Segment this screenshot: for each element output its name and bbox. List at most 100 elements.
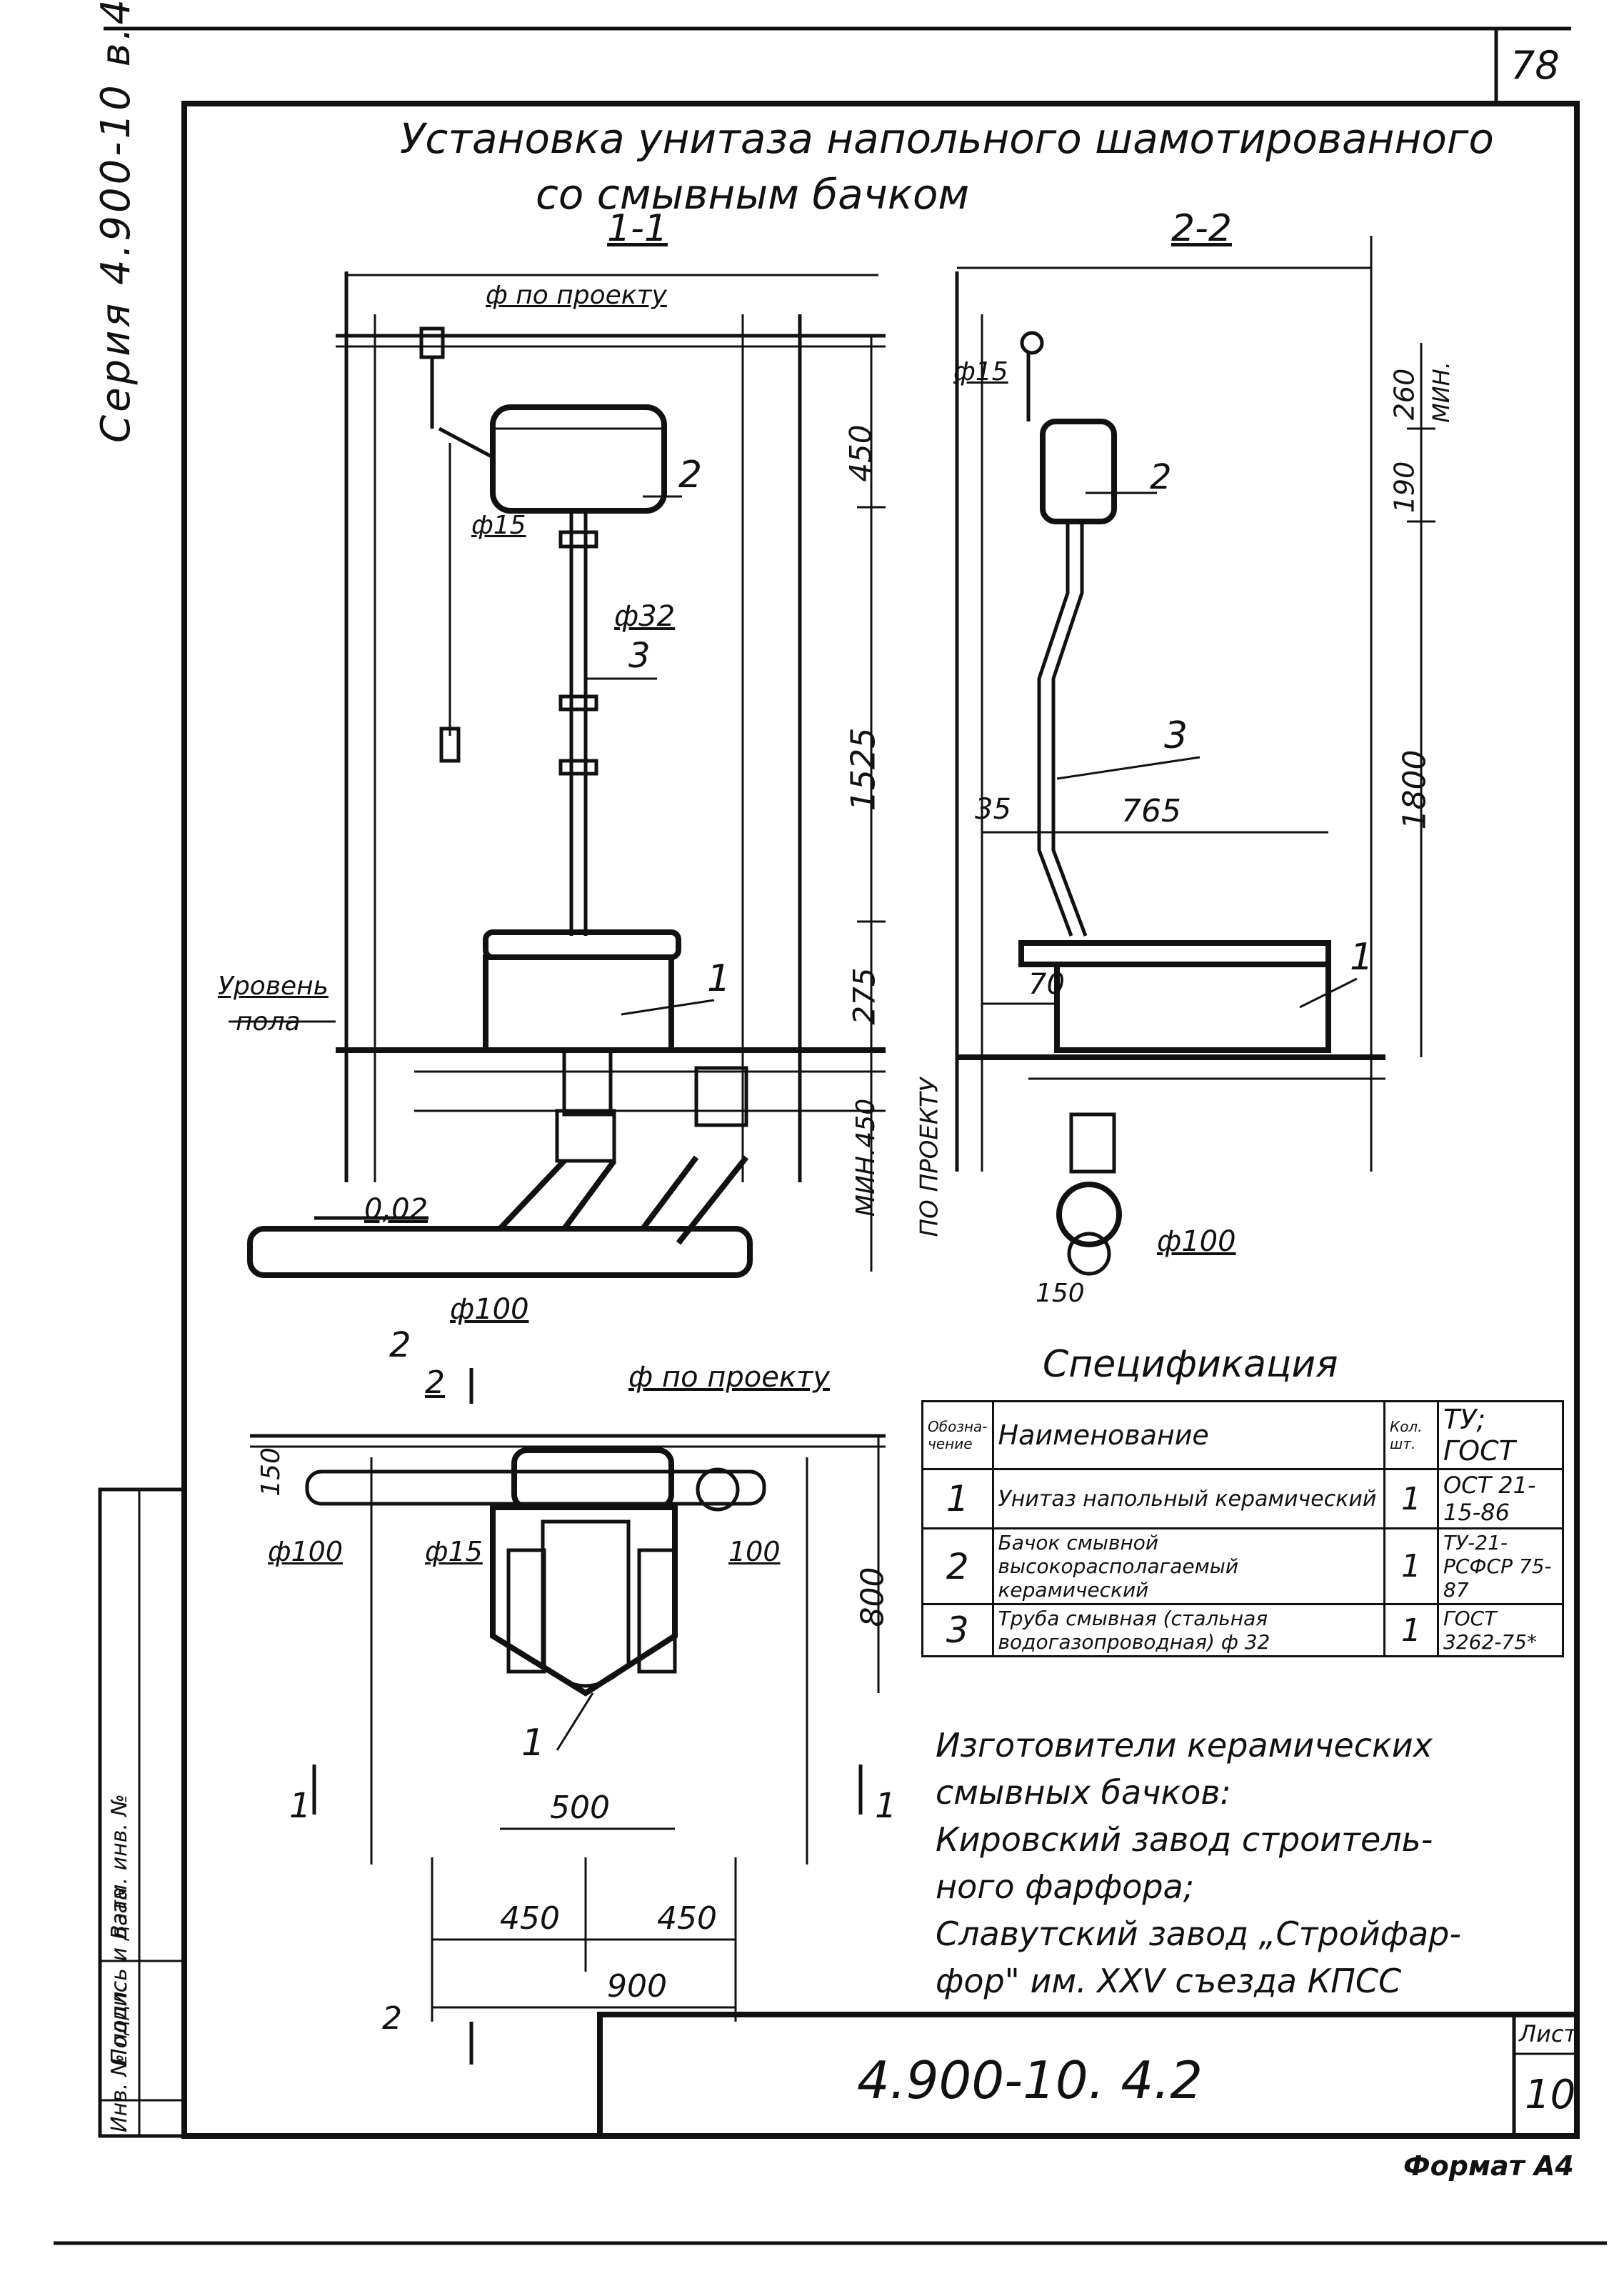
riser-plan: [696, 1467, 740, 1512]
stamp-replaces: Взам. инв. №: [107, 1794, 132, 1940]
toilet-bowl-1-1: [483, 954, 674, 1053]
dim-450: 450: [843, 424, 878, 482]
inlet-pipe: [438, 426, 494, 459]
pos-leader: [1056, 756, 1201, 780]
spec-qty: 1: [1383, 1468, 1439, 1529]
seat-pad-right: [637, 1548, 677, 1674]
spec-header-pos: Обозна-чение: [921, 1400, 994, 1470]
dim-35: 35: [975, 793, 1011, 826]
pos-leader: [1299, 977, 1358, 1009]
section-1-label: 1-1: [607, 207, 668, 250]
label-phi100-2: ф100: [1157, 1225, 1236, 1258]
seat-pad-left: [506, 1548, 546, 1674]
cistern-1-1: [490, 404, 667, 514]
pos-leader: [621, 999, 715, 1016]
sewer-pipe-2-2: [1056, 1182, 1122, 1247]
label-floor: пола: [236, 1007, 301, 1037]
drawing-title-line2: со смывным бачком: [536, 170, 970, 219]
label-pos3-1: 3: [628, 636, 651, 676]
toilet-seat-2: [1018, 940, 1331, 967]
cut-label-1a: 1: [289, 1786, 311, 1826]
spec-table: Обозна-чение Наименование Кол. шт. ТУ; Г…: [921, 1400, 1564, 1657]
drain-socket: [555, 1109, 616, 1163]
spec-qty: 1: [1383, 1527, 1439, 1605]
spec-title: Спецификация: [1043, 1343, 1338, 1386]
toilet-seat: [483, 929, 681, 960]
dim-70: 70: [1028, 968, 1065, 1001]
label-phi100-plan: ф100: [268, 1536, 344, 1567]
flush-pipe-2-2: [1037, 521, 1073, 937]
dim-100-plan: 100: [728, 1536, 781, 1567]
dim-450-right: 450: [657, 1900, 717, 1937]
label-slope: 0,02: [364, 1193, 428, 1226]
sheet-label: Лист: [1519, 2020, 1578, 2047]
toilet-bowl-plan: [490, 1504, 678, 1697]
cut-label-2c: 2: [382, 2000, 402, 2037]
spec-pos: 3: [921, 1603, 994, 1657]
dim-1800: 1800: [1396, 749, 1433, 830]
dim-1525: 1525: [843, 727, 883, 812]
drain-branch: [561, 1159, 617, 1231]
dim-450-left: 450: [500, 1900, 560, 1937]
dim-260: 260: [1388, 368, 1420, 421]
label-pos2-1: 2: [678, 454, 703, 496]
spec-std: ОСТ 21-15-86: [1437, 1468, 1564, 1529]
cut-label-2b: 2: [425, 1364, 445, 1401]
drain-trap-2-2: [1069, 1112, 1116, 1174]
spec-row: 2 Бачок смывной высокорасполагаемый кера…: [921, 1527, 1564, 1605]
spec-std: ТУ-21-РСФСР 75-87: [1437, 1527, 1564, 1605]
manufacturers-line: ного фарфора;: [936, 1867, 1195, 1906]
dim-900: 900: [607, 1968, 667, 2005]
dim-500: 500: [550, 1790, 610, 1826]
label-pos1-1: 1: [707, 957, 731, 1000]
dim-150-2: 150: [1036, 1279, 1085, 1308]
drawing-title-line1: Установка унитаза напольного шамотирован…: [400, 114, 1494, 163]
dim-275: 275: [846, 967, 882, 1025]
cistern-2-2: [1040, 419, 1117, 524]
manufacturers-note: Изготовители керамических смывных бачков…: [936, 1722, 1461, 2005]
label-floor-level: Уровень: [218, 972, 329, 1001]
label-pos3-2: 3: [1164, 714, 1188, 757]
sewer-pipe-1-1: [247, 1226, 753, 1278]
label-phi32: ф32: [614, 600, 676, 633]
dim-800: 800: [854, 1567, 891, 1627]
cut-label-1b: 1: [875, 1786, 897, 1826]
drain-branch: [498, 1159, 566, 1231]
dim-150-plan: 150: [256, 1447, 286, 1497]
toilet-bowl-inner-plan: [541, 1519, 631, 1688]
spec-row: 3 Труба смывная (стальная водогазопровод…: [921, 1603, 1564, 1657]
spec-pos: 2: [921, 1527, 994, 1605]
label-min: МИН.: [1427, 361, 1455, 423]
spec-qty: 1: [1383, 1603, 1439, 1657]
spec-name: Труба смывная (стальная водогазопроводна…: [991, 1603, 1385, 1657]
label-pos2-2: 2: [1150, 457, 1172, 497]
stamp-frame: [98, 1487, 186, 2138]
manufacturers-line: фор" им. XXV съезда КПСС: [936, 1962, 1402, 2000]
cut-label-2a: 2: [389, 1325, 411, 1365]
label-phi-project-plan: ф по проекту: [628, 1361, 831, 1394]
manufacturers-line: Кировский завод строитель-: [936, 1820, 1433, 1859]
manufacturers-line: Изготовители керамических: [936, 1726, 1433, 1765]
sewer-pipe-2-2-inner: [1067, 1232, 1111, 1276]
stop-valve-2: [1020, 331, 1044, 355]
toilet-bowl-2-2: [1054, 962, 1331, 1053]
manufacturers-line: смывных бачков:: [936, 1773, 1231, 1812]
toilet-outlet: [562, 1048, 613, 1117]
format-label: Формат А4: [1403, 2150, 1574, 2182]
page-number: 78: [1510, 43, 1560, 88]
label-phi15-2: ф15: [953, 357, 1008, 386]
spec-name: Унитаз напольный керамический: [991, 1468, 1385, 1529]
spec-header-row: Обозна-чение Наименование Кол. шт. ТУ; Г…: [921, 1400, 1564, 1470]
label-phi-project-top: ф по проекту: [486, 281, 667, 310]
spec-header-std: ТУ; ГОСТ: [1437, 1400, 1564, 1470]
pos-leader: [556, 1692, 594, 1751]
dim-765: 765: [1121, 793, 1181, 829]
sheet-number: 10: [1525, 2072, 1576, 2118]
pull-handle: [439, 727, 461, 763]
label-phi15-plan: ф15: [425, 1536, 483, 1567]
flush-pipe-2-2: [1051, 521, 1088, 937]
spec-std: ГОСТ 3262-75*: [1437, 1603, 1564, 1657]
spec-header-qty: Кол. шт.: [1383, 1400, 1439, 1470]
label-min450: МИН.450: [851, 1098, 881, 1217]
